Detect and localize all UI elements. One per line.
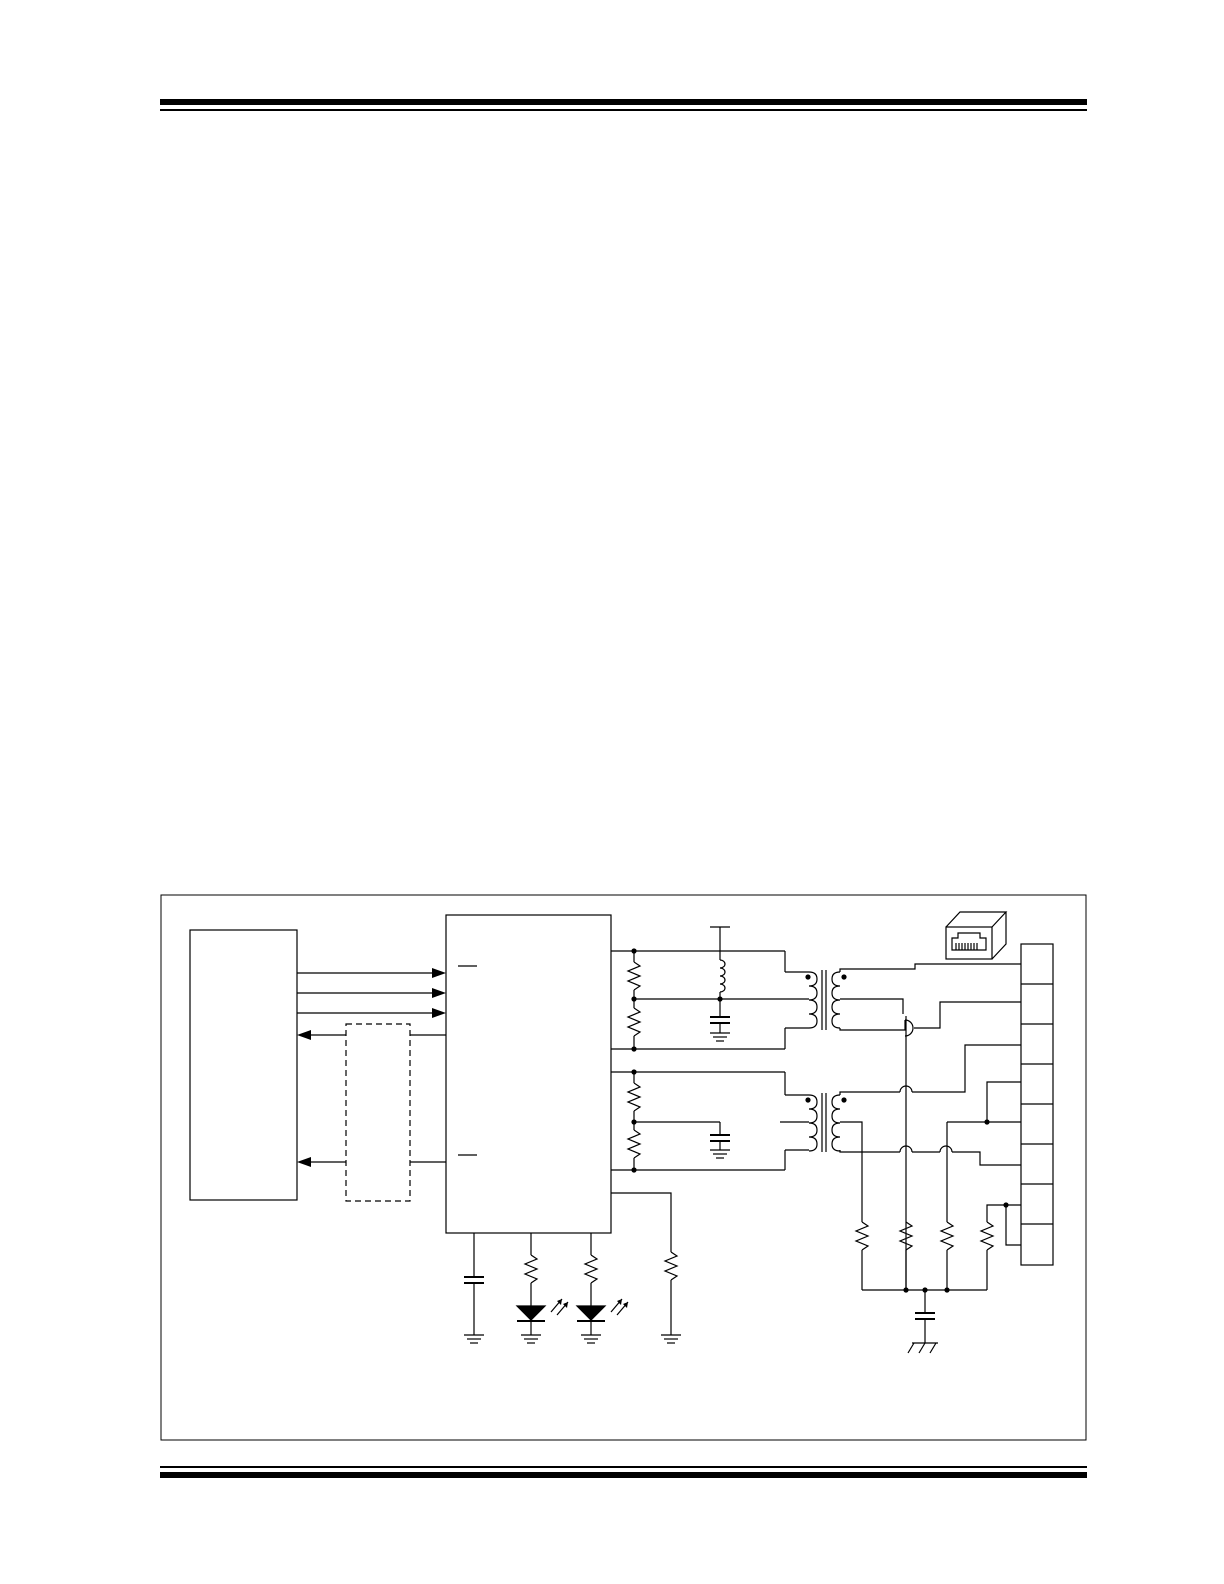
ground-icon — [581, 1334, 601, 1344]
resistor-icon — [626, 1129, 642, 1159]
led-icon — [515, 1298, 569, 1322]
resistor-icon — [854, 1221, 870, 1251]
chassis-ground-icon — [907, 1342, 938, 1354]
rx-termination-network — [611, 1069, 809, 1173]
bob-smith-termination — [854, 1081, 1021, 1354]
header-rule-thin — [160, 109, 1087, 111]
inductor-icon — [719, 959, 726, 993]
led-indicator-2 — [575, 1233, 629, 1344]
phy-chip-block — [445, 914, 612, 1234]
ground-icon — [521, 1334, 541, 1344]
mac-to-phy-signals — [297, 968, 446, 1018]
tx-termination-network — [611, 926, 809, 1052]
resistor-icon — [523, 1254, 539, 1284]
ground-icon — [710, 1149, 730, 1159]
rj45-jack-icon — [945, 911, 1008, 960]
header-rule-thick — [160, 99, 1087, 105]
footer-rule-thick — [160, 1472, 1087, 1478]
transformer-icon — [805, 1093, 847, 1152]
phy-decoupling-cap — [464, 1233, 484, 1344]
resistor-icon — [583, 1254, 599, 1284]
rx-secondary-wiring — [839, 1044, 1021, 1222]
resistor-icon — [626, 961, 642, 991]
resistor-icon — [663, 1251, 679, 1281]
tx-secondary-wiring — [839, 963, 1021, 1290]
phy-to-mac-signals — [297, 1030, 446, 1167]
rj45-connector-pins — [1020, 943, 1054, 1266]
footer-rule-thin — [160, 1466, 1087, 1468]
optional-dashed-block — [345, 1023, 411, 1202]
resistor-icon — [626, 1082, 642, 1112]
ground-icon — [661, 1334, 681, 1344]
mac-block — [189, 929, 298, 1201]
resistor-icon — [979, 1221, 995, 1251]
bias-resistor — [611, 1192, 681, 1344]
resistor-icon — [939, 1221, 955, 1251]
figure-frame — [160, 894, 1087, 1441]
led-indicator-1 — [515, 1233, 569, 1344]
resistor-icon — [626, 1007, 642, 1037]
ground-icon — [710, 1032, 730, 1042]
led-icon — [575, 1298, 629, 1322]
resistor-icon — [898, 1221, 914, 1251]
ground-icon — [464, 1334, 484, 1344]
transformer-icon — [805, 970, 847, 1030]
